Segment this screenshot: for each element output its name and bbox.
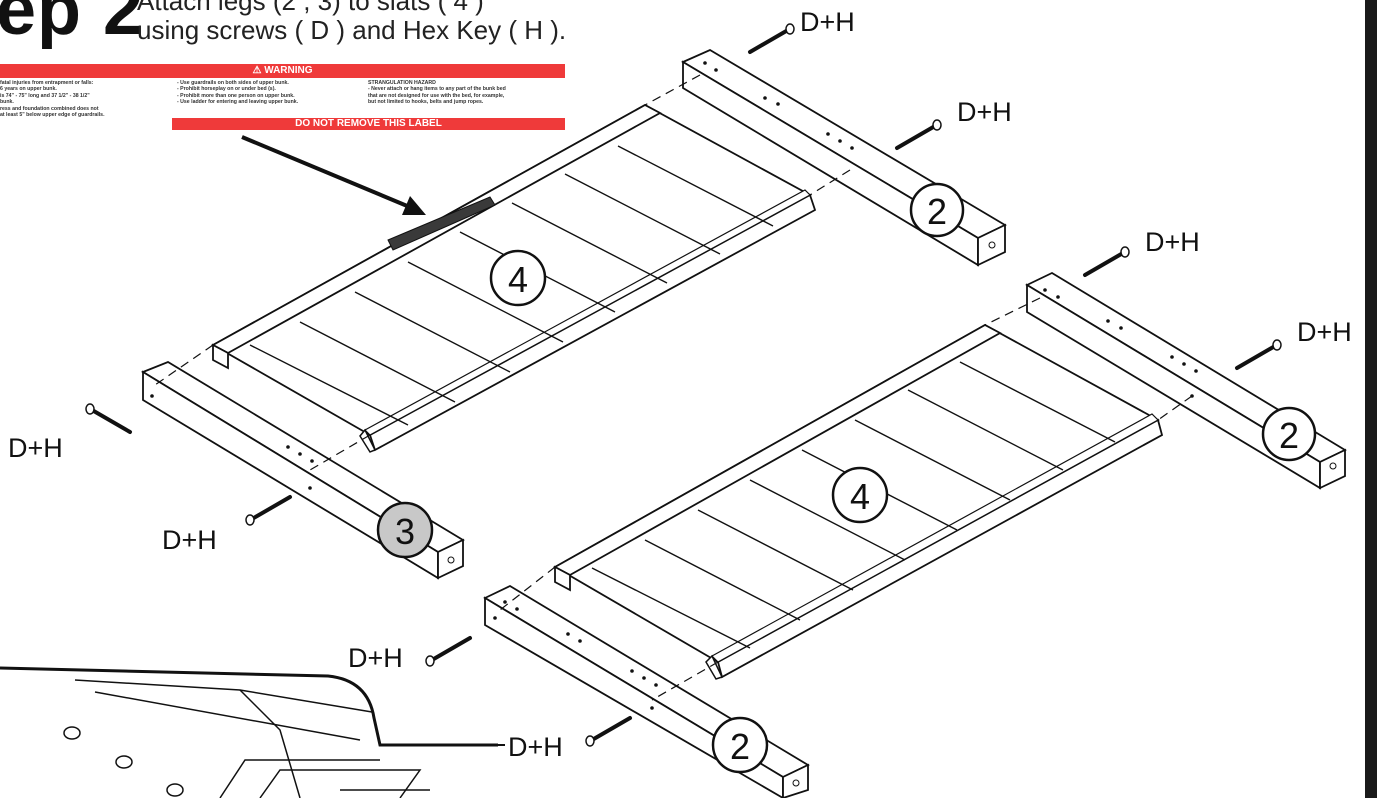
alignment-lines — [154, 74, 1193, 701]
warning-text: at least 5" below upper edge of guardrai… — [0, 112, 105, 119]
callout-leg-upper: 2 — [909, 182, 965, 238]
step-title: ep 2 — [0, 0, 145, 50]
label-arrow — [241, 135, 413, 210]
screw-label: D+H — [162, 525, 217, 555]
part-number: 4 — [508, 259, 528, 300]
arrow-head — [402, 196, 426, 215]
callout-leg-lower: 2 — [711, 716, 769, 774]
screw-label: D+H — [1297, 317, 1352, 347]
part-number: 2 — [927, 191, 947, 232]
warning-text: is 74" - 75" long and 37 1/2" - 38 1/2" — [0, 92, 90, 99]
screw-label: D+H — [957, 97, 1012, 127]
warning-footer: DO NOT REMOVE THIS LABEL — [172, 118, 565, 130]
warning-label: ⚠ WARNING fatal injuries from entrapment… — [0, 64, 565, 132]
screw-label: D+H — [8, 433, 63, 463]
screw-label: D+H — [1145, 227, 1200, 257]
warning-text: - Prohibit horseplay on or under bed (s)… — [177, 86, 276, 93]
callout-leg-middle: 2 — [1261, 406, 1317, 462]
callout-slat-upper: 4 — [489, 249, 547, 307]
instruction-line-2: using screws ( D ) and Hex Key ( H ). — [137, 15, 567, 45]
leg-middle-right — [1025, 271, 1347, 490]
warning-text: ress and foundation combined does not — [0, 105, 99, 112]
callout-leg-left: 3 — [376, 501, 434, 559]
page-edge — [1365, 0, 1377, 798]
part-number: 2 — [1279, 415, 1299, 456]
screw-label: D+H — [508, 732, 563, 762]
screw-label: D+H — [348, 643, 403, 673]
part-number: 4 — [850, 476, 870, 517]
warning-text: - Use ladder for entering and leaving up… — [177, 99, 299, 106]
instruction-line-1: Attach legs (2 , 3) to slats ( 4 ) — [137, 0, 484, 16]
warning-col-2: - Use guardrails on both sides of upper … — [177, 80, 298, 106]
part-number: 3 — [395, 511, 415, 552]
warning-col-1: fatal injuries from entrapment or falls:… — [0, 80, 105, 118]
warning-col-3: STRANGULATION HAZARD - Never attach or h… — [368, 80, 506, 106]
warning-text: fatal injuries from entrapment or falls: — [0, 80, 94, 86]
warning-text: - Prohibit more than one person on upper… — [177, 92, 295, 99]
warning-text: but not limited to hooks, belts and jump… — [368, 99, 484, 106]
detail-inset — [0, 666, 505, 798]
screw-label: D+H — [800, 7, 855, 37]
warning-text: - Use guardrails on both sides of upper … — [177, 80, 289, 86]
warning-header: ⚠ WARNING — [0, 64, 565, 78]
part-number: 2 — [730, 726, 750, 767]
leg-left — [140, 360, 465, 580]
warning-text: bunk. — [0, 99, 14, 106]
callout-slat-lower: 4 — [831, 466, 889, 524]
warning-text: - Never attach or hang items to any part… — [368, 86, 506, 93]
warning-text: 6 years on upper bunk. — [0, 86, 57, 93]
warning-text: that are not designed for use with the b… — [368, 92, 505, 99]
warning-text: STRANGULATION HAZARD — [368, 80, 436, 86]
